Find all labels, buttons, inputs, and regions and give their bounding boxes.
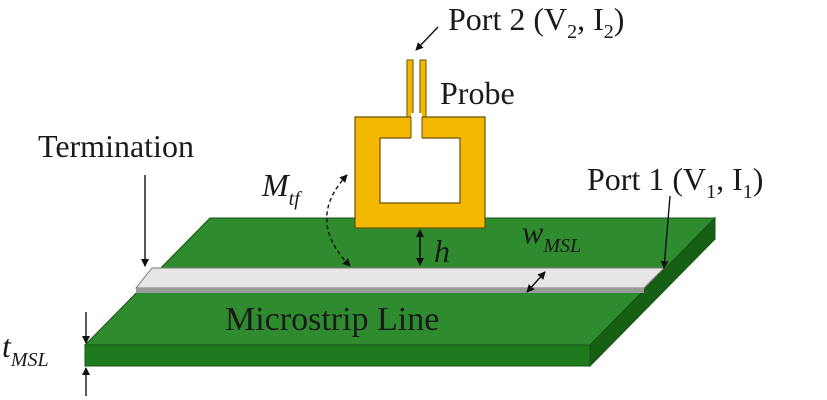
thickness-label: tMSL — [2, 328, 49, 371]
microstrip-line-label: Microstrip Line — [225, 301, 439, 338]
probe-loop — [354, 59, 486, 229]
mutual-coupling-arrow — [326, 174, 351, 267]
annotation-arrows — [82, 26, 671, 396]
termination-label: Termination — [38, 128, 194, 164]
board-side-face — [589, 216, 716, 368]
microstrip-conductor — [134, 267, 666, 293]
mutual-inductance-label: Mtf — [261, 167, 302, 210]
probe-gap — [411, 113, 422, 142]
port2-label: Port 2 (V2, I2) — [448, 1, 624, 43]
strip-front — [136, 288, 644, 293]
width-label: wMSL — [522, 214, 581, 257]
port1-arrow — [660, 195, 671, 269]
probe-frame — [354, 116, 486, 229]
height-label: h — [434, 233, 450, 269]
width-arrow — [526, 271, 546, 293]
diagram-labels: Port 2 (V2, I2) Probe Termination Mtf Po… — [2, 1, 763, 371]
board-front-face — [84, 344, 591, 367]
probe-label: Probe — [440, 75, 515, 111]
port2-arrow — [415, 26, 439, 51]
strip-top — [134, 267, 666, 289]
port1-label: Port 1 (V1, I1) — [587, 161, 763, 203]
